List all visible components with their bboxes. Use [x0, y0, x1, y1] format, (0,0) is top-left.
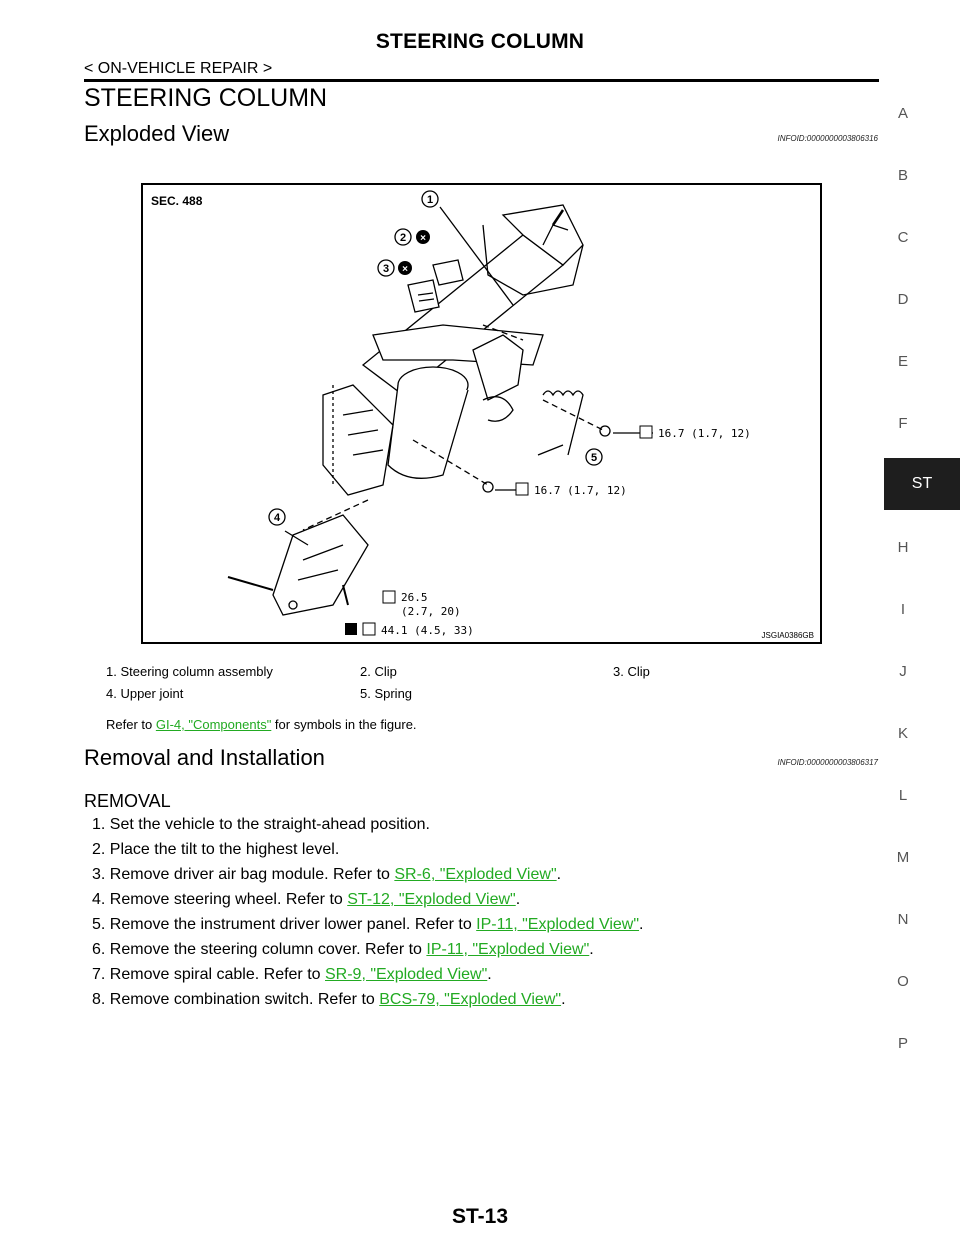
- step-reference-link[interactable]: ST-12, "Exploded View": [347, 891, 516, 908]
- do-not-reuse-icon: [416, 230, 430, 244]
- step-reference-link[interactable]: BCS-79, "Exploded View": [379, 991, 562, 1008]
- removal-installation-infoid: INFOID:0000000003806317: [777, 758, 878, 767]
- step-reference-link[interactable]: IP-11, "Exploded View": [426, 941, 590, 958]
- callout-3: 3 ×: [377, 259, 412, 277]
- section-index-e[interactable]: E: [897, 353, 908, 370]
- section-index-l[interactable]: L: [898, 787, 908, 804]
- svg-text:×: ×: [402, 264, 408, 275]
- section-index-o[interactable]: O: [897, 973, 909, 990]
- svg-text:×: ×: [420, 233, 426, 244]
- page-title: STEERING COLUMN: [84, 84, 328, 112]
- torque-label-1: 16.7 (1.7, 12): [639, 425, 751, 440]
- legend-item: 1. Steering column assembly: [106, 664, 273, 679]
- step-item: 2. Place the tilt to the highest level.: [92, 841, 340, 858]
- callout-2: 2 ×: [394, 228, 430, 246]
- legend-item: 4. Upper joint: [106, 686, 184, 701]
- section-index-m[interactable]: M: [896, 849, 910, 866]
- callout-5: 5: [585, 448, 603, 466]
- svg-text:2: 2: [400, 232, 406, 244]
- section-index-k[interactable]: K: [897, 725, 908, 742]
- svg-text:3: 3: [383, 263, 389, 275]
- page-number: ST-13: [451, 1205, 509, 1228]
- step-reference-link[interactable]: IP-11, "Exploded View": [476, 916, 640, 933]
- exploded-view-heading: Exploded View: [84, 121, 230, 146]
- svg-text:1: 1: [427, 194, 433, 206]
- step-item: 1. Set the vehicle to the straight-ahead…: [92, 816, 430, 833]
- legend-item: 5. Spring: [360, 686, 413, 701]
- svg-text:(2.7, 20): (2.7, 20): [401, 605, 461, 618]
- section-index-j[interactable]: J: [899, 663, 907, 680]
- section-index-st-active[interactable]: ST: [884, 458, 960, 510]
- step-item: 8. Remove combination switch. Refer to B…: [92, 991, 566, 1008]
- step-reference-link[interactable]: SR-6, "Exploded View": [394, 866, 557, 883]
- section-index-a[interactable]: A: [897, 105, 908, 122]
- step-item: 6. Remove the steering column cover. Ref…: [92, 941, 594, 958]
- callout-1: 1: [421, 190, 439, 208]
- step-item: 4. Remove steering wheel. Refer to ST-12…: [92, 891, 521, 908]
- step-reference-link[interactable]: SR-9, "Exploded View": [325, 966, 488, 983]
- step-item: 3. Remove driver air bag module. Refer t…: [92, 866, 562, 883]
- svg-text:16.7 (1.7, 12): 16.7 (1.7, 12): [534, 484, 627, 497]
- components-link[interactable]: GI-4, "Components": [155, 717, 272, 732]
- removal-installation-heading: Removal and Installation: [84, 745, 325, 770]
- svg-text:5: 5: [591, 452, 597, 464]
- removal-subheading: REMOVAL: [84, 791, 171, 811]
- svg-text:26.5: 26.5: [401, 591, 428, 604]
- torque-label-4: 44.1 (4.5, 33): [345, 622, 474, 637]
- section-index-d[interactable]: D: [897, 291, 909, 308]
- section-index-p[interactable]: P: [897, 1035, 908, 1052]
- section-index-f[interactable]: F: [898, 415, 908, 432]
- section-index-h[interactable]: H: [897, 539, 909, 556]
- header-divider: [84, 79, 879, 82]
- section-index-n[interactable]: N: [897, 911, 909, 928]
- do-not-reuse-icon: [398, 261, 412, 275]
- svg-text:4: 4: [274, 512, 281, 524]
- figure-id: JSGIA0386GB: [762, 631, 814, 640]
- symbols-note: Refer to GI-4, "Components" for symbols …: [106, 717, 417, 732]
- svg-text:44.1 (4.5, 33): 44.1 (4.5, 33): [381, 624, 474, 637]
- section-code-label: SEC. 488: [151, 194, 203, 208]
- torque-label-2: 16.7 (1.7, 12): [515, 482, 627, 497]
- section-index-i[interactable]: I: [900, 601, 906, 618]
- torque-label-3: 26.5 (2.7, 20): [382, 590, 461, 618]
- running-header-title: STEERING COLUMN: [375, 30, 585, 53]
- legend-item: 3. Clip: [613, 664, 650, 679]
- step-item: 5. Remove the instrument driver lower pa…: [92, 916, 644, 933]
- exploded-view-figure: SEC. 488 1 2 × 3 × 4 5 16.7 (: [141, 183, 822, 644]
- section-index-c[interactable]: C: [897, 229, 909, 246]
- callout-4: 4: [268, 508, 286, 526]
- breadcrumb: < ON-VEHICLE REPAIR >: [84, 60, 273, 77]
- legend-item: 2. Clip: [360, 664, 397, 679]
- svg-text:16.7 (1.7, 12): 16.7 (1.7, 12): [658, 427, 751, 440]
- exploded-view-infoid: INFOID:0000000003806316: [777, 134, 878, 143]
- section-index-b[interactable]: B: [897, 167, 908, 184]
- steering-column-illustration: SEC. 488 1 2 × 3 × 4 5 16.7 (: [151, 190, 814, 640]
- step-item: 7. Remove spiral cable. Refer to SR-9, "…: [92, 966, 492, 983]
